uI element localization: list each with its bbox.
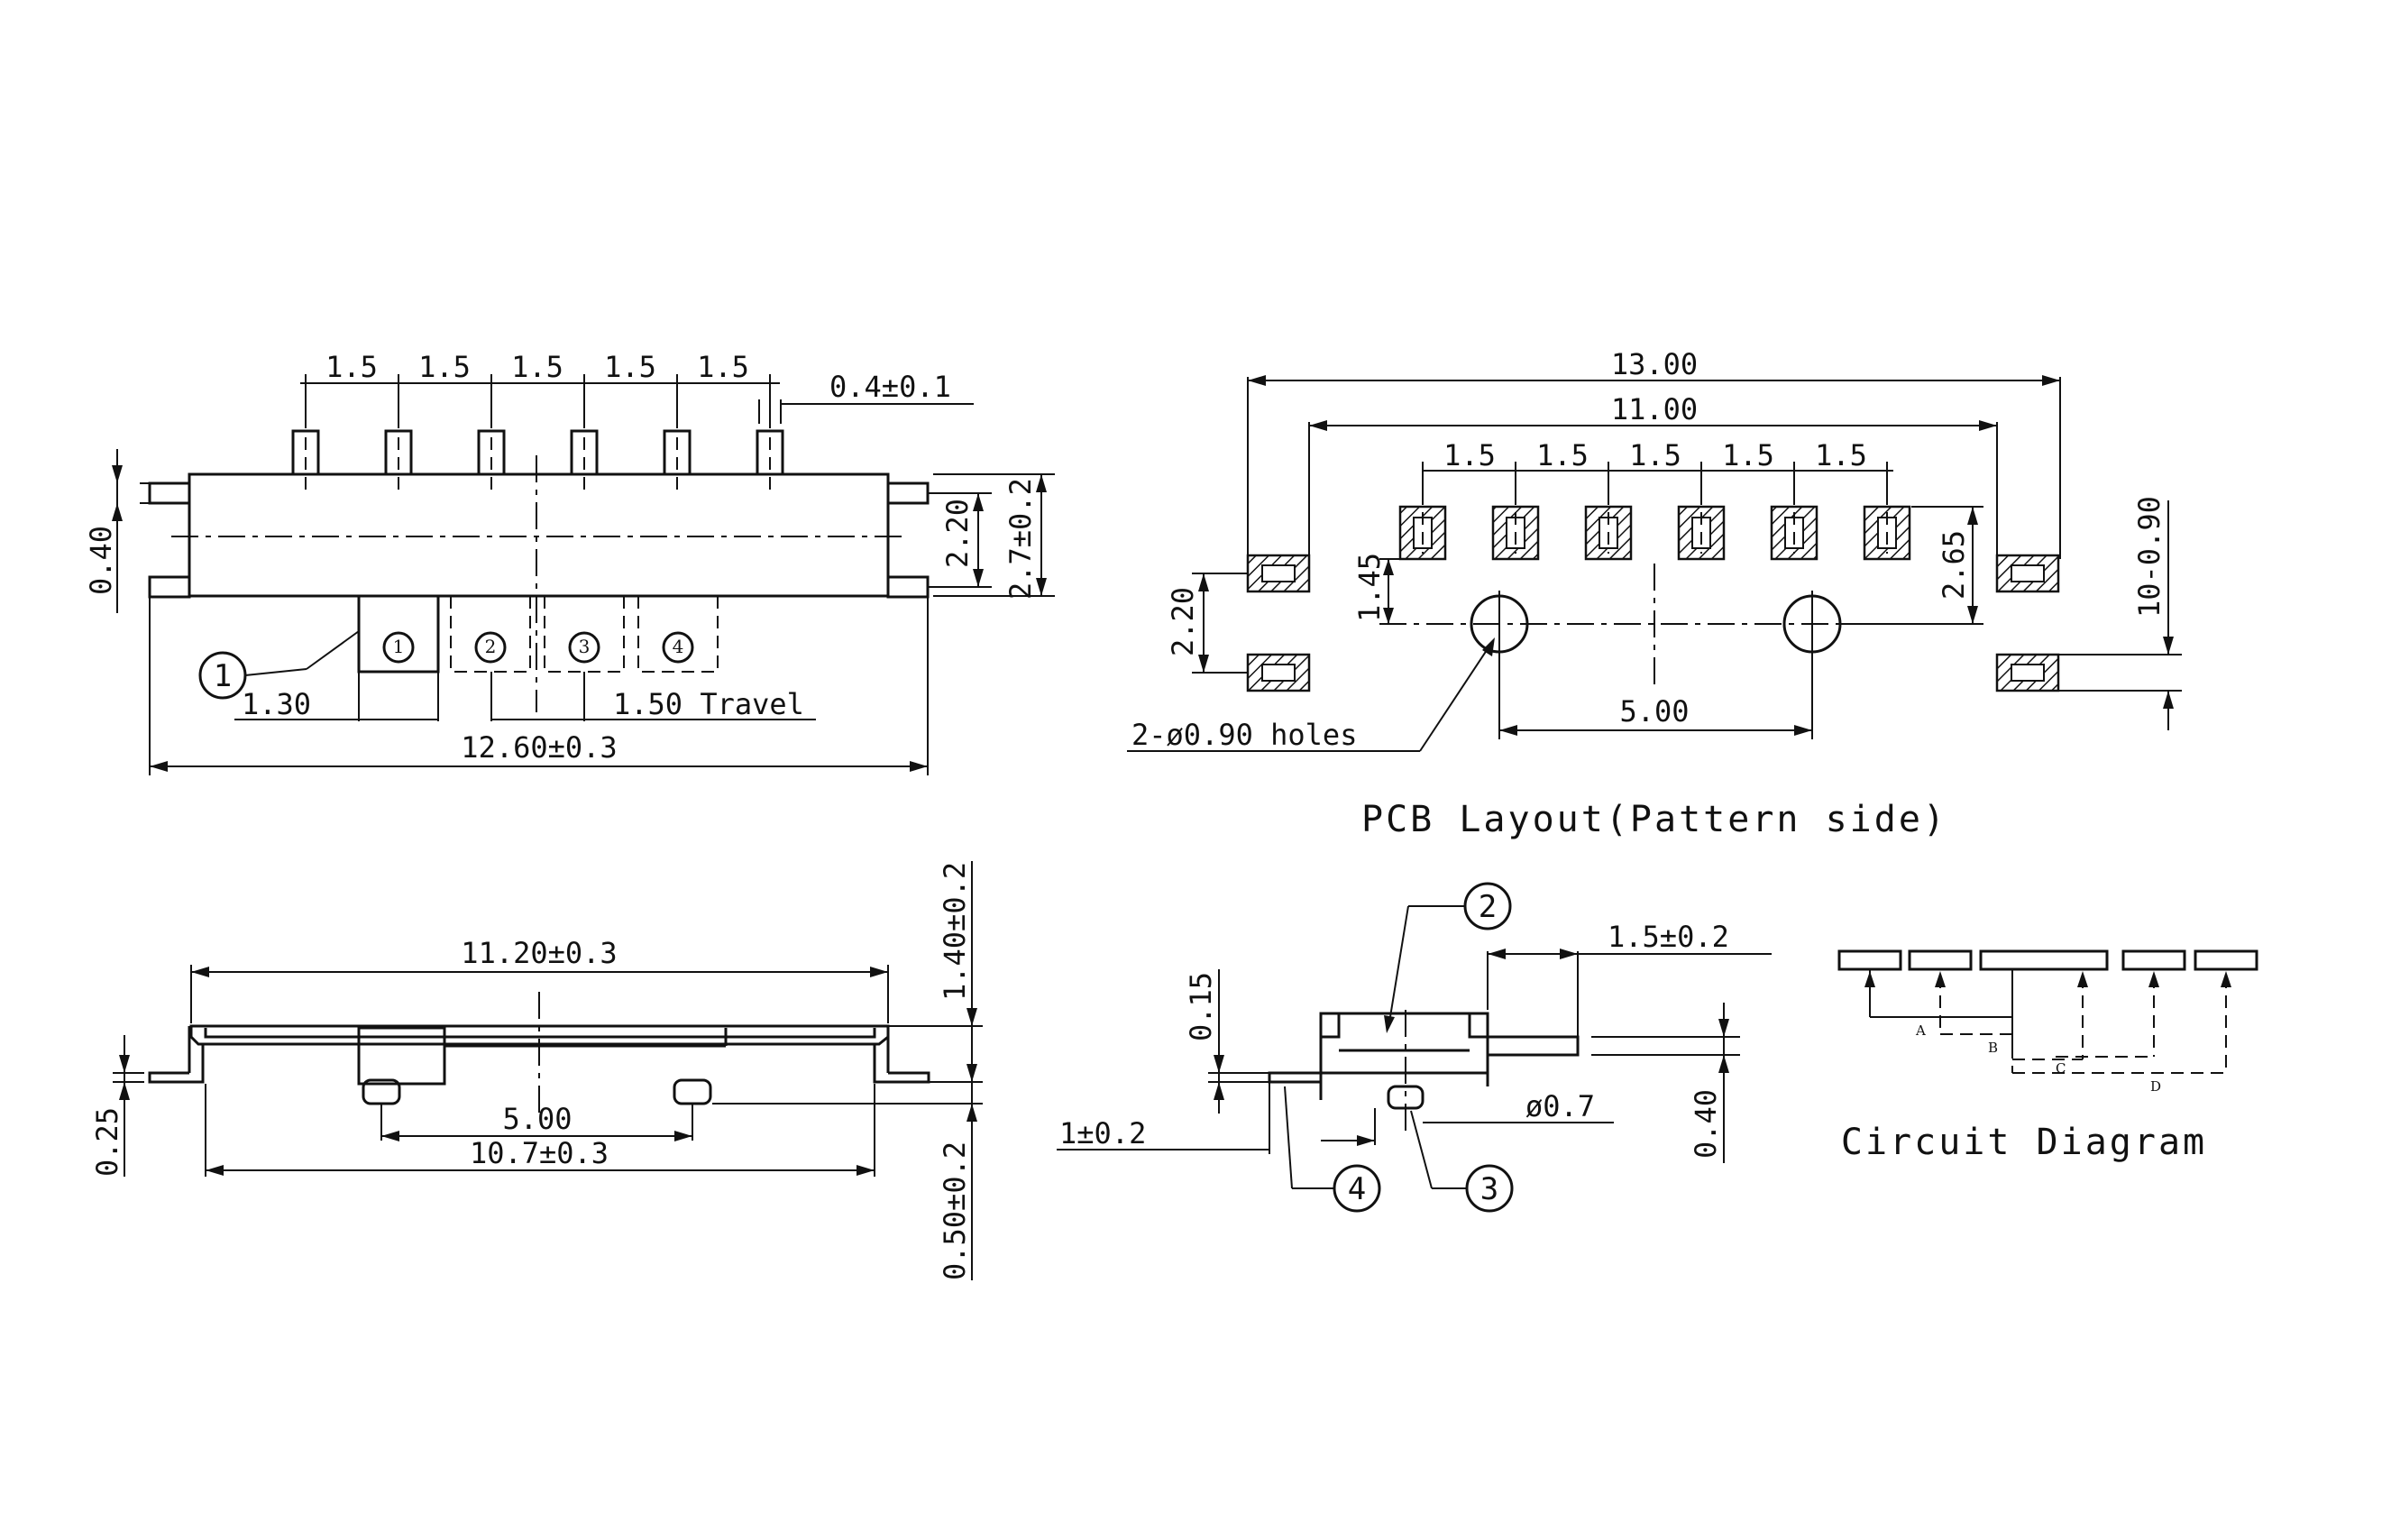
top-pitch-label-2: 1.5 — [418, 350, 471, 384]
pcb-pitch-label-2: 1.5 — [1536, 438, 1589, 472]
pcb-pitch-label-3: 1.5 — [1629, 438, 1681, 472]
pcb-row-spacing-label: 2.20 — [1166, 587, 1200, 656]
end-lead-dim-label: 1±0.2 — [1059, 1116, 1146, 1150]
circuit-letter-d: D — [2150, 1078, 2161, 1095]
end-post-dia-label: ø0.7 — [1525, 1089, 1595, 1123]
pcb-pitch-label-1: 1.5 — [1443, 438, 1496, 472]
top-position-2: 2 — [485, 636, 497, 657]
end-view: 2 0.15 1.5±0.2 — [1057, 882, 1772, 1213]
side-post-right — [673, 1078, 712, 1105]
top-left-offset-label: 0.40 — [84, 526, 118, 595]
pcb-outer-span-label: 13.00 — [1611, 347, 1698, 381]
side-body-length-label: 11.20±0.3 — [461, 936, 617, 970]
top-position-4: 4 — [673, 636, 684, 657]
circuit-letter-c: C — [2056, 1060, 2066, 1077]
top-outer-height-label: 2.7±0.2 — [1003, 478, 1038, 600]
side-lead-span-label: 10.7±0.3 — [470, 1136, 609, 1170]
circuit-diagram: A B C D Circuit Diagram — [1837, 949, 2258, 1163]
top-pins — [291, 429, 784, 496]
top-overall-length-label: 12.60±0.3 — [461, 730, 617, 765]
top-position-3: 3 — [579, 636, 591, 657]
circuit-letter-a: A — [1915, 1022, 1926, 1039]
pcb-pitch-label-5: 1.5 — [1815, 438, 1867, 472]
side-total-height-label: 1.40±0.2 — [938, 862, 972, 1001]
top-inner-height-label: 2.20 — [940, 499, 975, 568]
end-knob — [1486, 1035, 1580, 1057]
top-pitch-label-5: 1.5 — [697, 350, 749, 384]
pcb-pitch-label-4: 1.5 — [1722, 438, 1774, 472]
pcb-pad-row-offset-label: 1.45 — [1352, 553, 1387, 622]
end-callout-2-label: 2 — [1479, 889, 1497, 925]
pcb-pad-height-label: 2.65 — [1937, 530, 1971, 600]
circuit-letter-b: B — [1988, 1040, 1998, 1056]
top-slider-positions — [357, 594, 719, 674]
side-view: 11.20±0.3 5.00 10.7±0.3 — [90, 861, 983, 1280]
end-knob-length-label: 1.5±0.2 — [1608, 920, 1729, 954]
pcb-signal-pads — [1398, 505, 1911, 561]
pcb-layout-title: PCB Layout(Pattern side) — [1361, 799, 1947, 840]
pcb-pitch-extension-lines — [1422, 462, 1888, 505]
top-pin-width-label: 0.4±0.1 — [829, 370, 951, 404]
top-side-tabs — [148, 481, 930, 599]
top-position-1: 1 — [393, 636, 405, 657]
pcb-holes-label: 2-ø0.90 holes — [1131, 718, 1357, 752]
top-callout-1-label: 1 — [214, 658, 232, 694]
circuit-terminals — [1837, 949, 2258, 971]
side-post-spacing-label: 5.00 — [502, 1102, 572, 1136]
top-pitch-label-1: 1.5 — [325, 350, 378, 384]
top-first-offset-label: 1.30 — [242, 687, 311, 721]
pcb-layout-view: 13.00 11.00 1.5 1.5 1.5 1.5 1.5 — [1127, 347, 2182, 840]
top-pitch-extension-lines — [305, 374, 771, 428]
end-right-dim-label: 0.40 — [1689, 1089, 1723, 1159]
pcb-right-dim-label: 10-0.90 — [2132, 496, 2167, 618]
top-view: 1.5 1.5 1.5 1.5 1.5 0.4±0.1 — [84, 350, 1055, 775]
end-callout-3-label: 3 — [1480, 1171, 1498, 1207]
end-callout-4-label: 4 — [1348, 1171, 1366, 1207]
top-travel-label: 1.50 Travel — [613, 687, 804, 721]
pcb-inner-span-label: 11.00 — [1611, 392, 1698, 426]
side-bottom-height-label: 0.50±0.2 — [938, 1141, 972, 1280]
top-body — [188, 472, 890, 598]
circuit-title: Circuit Diagram — [1841, 1122, 2207, 1163]
top-pitch-label-4: 1.5 — [604, 350, 656, 384]
top-pitch-label-3: 1.5 — [511, 350, 563, 384]
pcb-hole-spacing-label: 5.00 — [1619, 694, 1689, 729]
end-top-dim-label: 0.15 — [1184, 972, 1218, 1041]
side-slider — [357, 1026, 446, 1086]
side-lead-height-label: 0.25 — [90, 1107, 124, 1177]
